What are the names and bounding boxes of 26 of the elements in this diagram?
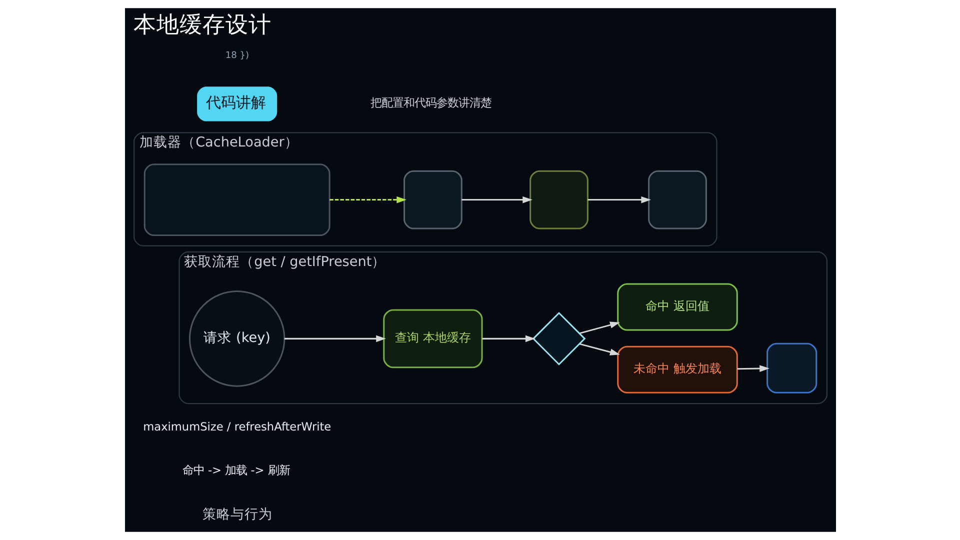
node-box <box>529 170 588 230</box>
arrow <box>329 196 406 204</box>
cluster: 加载器（CacheLoader） <box>133 132 717 246</box>
label: maximumSize / refreshAfterWrite <box>142 419 331 434</box>
arrow <box>461 196 532 204</box>
label: 命中 -> 加载 -> 刷新 <box>182 463 290 478</box>
node-box <box>648 170 706 230</box>
node-box <box>766 342 817 394</box>
arrow <box>578 343 620 356</box>
node-box <box>143 164 330 236</box>
diagram-title: 本地缓存设计 <box>132 12 271 38</box>
arrow <box>284 335 386 342</box>
arrow <box>736 365 769 372</box>
node-diamond <box>532 312 586 366</box>
label: 把配置和代码参数讲清楚 <box>370 96 491 110</box>
arrow <box>587 196 651 204</box>
node-box: 未命中 触发加载 <box>616 346 738 394</box>
arrow <box>482 335 535 342</box>
label: 策略与行为 <box>202 506 272 523</box>
arrow <box>578 322 620 334</box>
node-circle: 请求 (key) <box>188 290 285 387</box>
node-box: 查询 本地缓存 <box>382 309 482 368</box>
node-box <box>403 170 462 230</box>
label: 代码讲解 <box>206 94 266 112</box>
node-box: 命中 返回值 <box>616 283 738 331</box>
label: 18 }) <box>224 50 249 61</box>
